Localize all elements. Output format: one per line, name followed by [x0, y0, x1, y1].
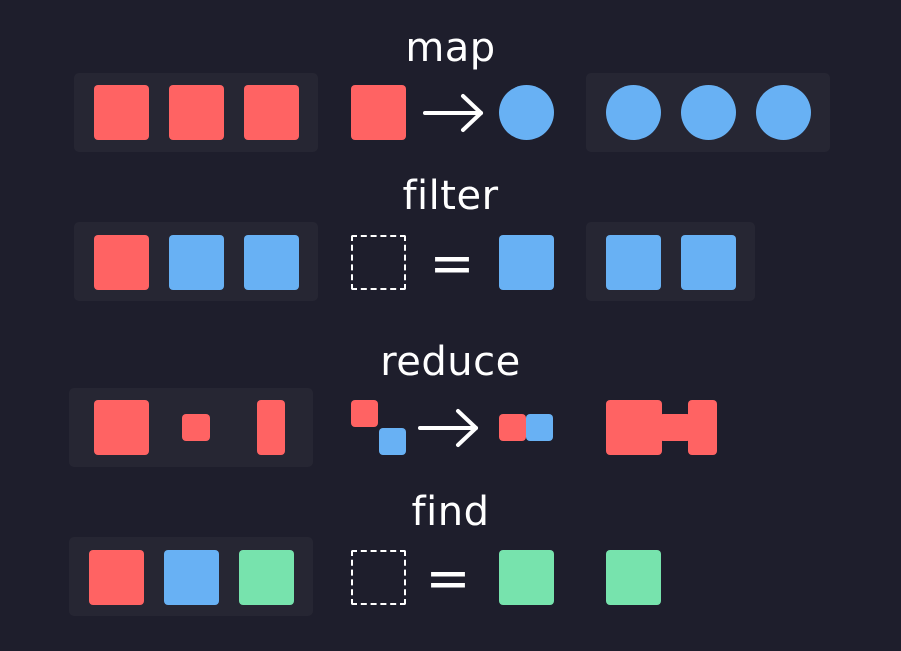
reduce-title: reduce — [380, 339, 521, 385]
find-equals-sign: = — [425, 547, 471, 610]
blue-circle — [606, 85, 661, 140]
red-square — [94, 85, 149, 140]
find-predicate-green-square — [499, 550, 554, 605]
map-input-array — [74, 73, 318, 152]
filter-predicate-blue-square — [499, 235, 554, 290]
red-square — [94, 400, 149, 455]
find-placeholder-dashed-square — [351, 550, 406, 605]
filter-title: filter — [402, 173, 499, 219]
blue-square — [169, 235, 224, 290]
right-arrow-icon — [418, 409, 478, 447]
reduce-result-small-red-square — [659, 414, 691, 441]
map-output-array — [586, 73, 830, 152]
blue-circle — [681, 85, 736, 140]
reduce-result-big-red-square — [606, 400, 662, 455]
find-input-array — [69, 537, 313, 616]
green-square — [239, 550, 294, 605]
reduce-combined-blue-square — [526, 414, 553, 441]
tall-red-bar — [257, 400, 285, 455]
filter-equals-sign: = — [429, 232, 475, 295]
map-title: map — [405, 25, 496, 71]
filter-output-array — [586, 222, 755, 301]
red-square — [89, 550, 144, 605]
red-square — [244, 85, 299, 140]
find-title: find — [411, 489, 490, 535]
blue-square — [606, 235, 661, 290]
blue-square — [244, 235, 299, 290]
red-square — [94, 235, 149, 290]
right-arrow-icon — [423, 94, 483, 132]
reduce-input-array — [69, 388, 313, 467]
filter-placeholder-dashed-square — [351, 235, 406, 290]
blue-square — [164, 550, 219, 605]
map-fn-input-red-square — [351, 85, 406, 140]
find-result-green-square — [606, 550, 661, 605]
reduce-result-red-bar — [688, 400, 717, 455]
red-square — [169, 85, 224, 140]
blue-square — [681, 235, 736, 290]
small-red-square — [182, 414, 210, 441]
reduce-item-blue-square — [379, 428, 406, 455]
map-fn-output-blue-circle — [499, 85, 554, 140]
blue-circle — [756, 85, 811, 140]
filter-input-array — [74, 222, 318, 301]
reduce-accumulator-red-square — [351, 400, 378, 427]
reduce-combined-red-square — [499, 414, 526, 441]
